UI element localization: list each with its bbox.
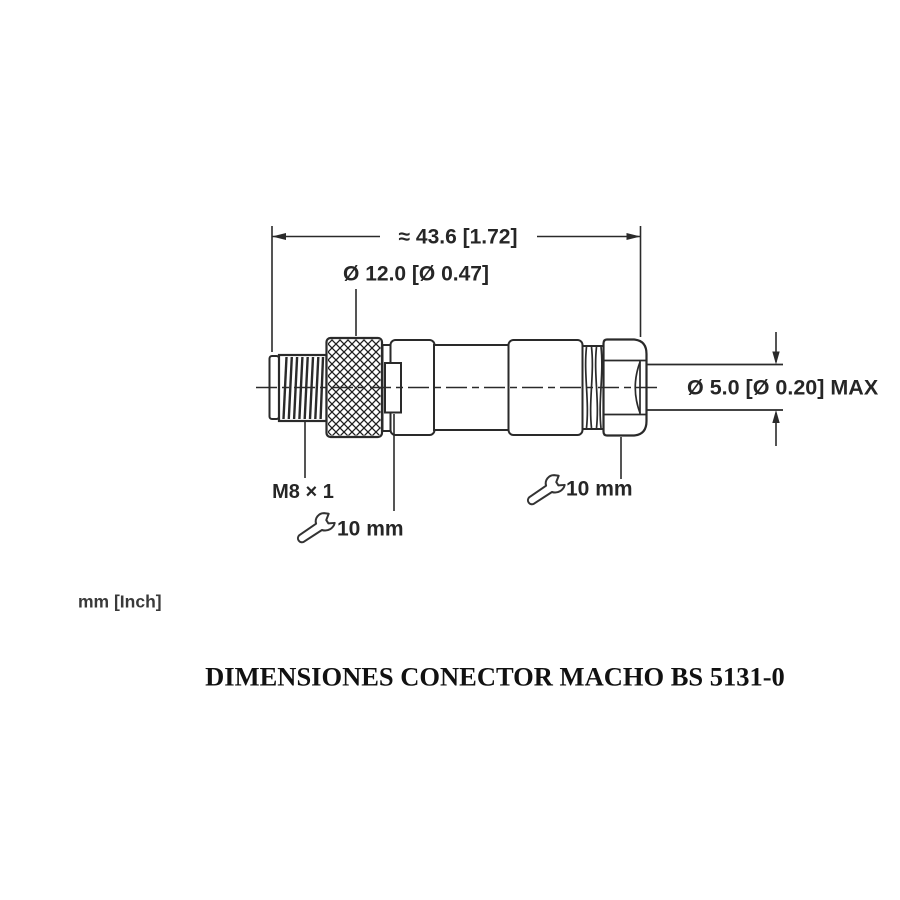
- wrench-icon: [526, 474, 566, 506]
- dimension-arrowheads: [272, 233, 780, 423]
- wrench-size-back-label: 10 mm: [566, 477, 633, 501]
- arrowhead-down: [772, 351, 780, 365]
- thread-size-label: M8 × 1: [272, 481, 334, 503]
- arrowhead-right: [626, 233, 641, 240]
- knurl-pattern: [328, 339, 381, 436]
- cable-diameter-label: Ø 5.0 [Ø 0.20] MAX: [687, 375, 879, 400]
- arrowhead-left: [272, 233, 286, 240]
- dimension-lines: [271, 226, 777, 511]
- hex-nut-facets: [603, 359, 647, 416]
- page-title: DIMENSIONES CONECTOR MACHO BS 5131-0: [205, 661, 785, 692]
- wrench-size-front-label: 10 mm: [337, 517, 404, 541]
- wrench-icon: [296, 512, 336, 544]
- units-note: mm [Inch]: [78, 591, 162, 612]
- overall-length-label: ≈ 43.6 [1.72]: [390, 226, 526, 248]
- arrowhead-up: [772, 410, 780, 423]
- cable: [646, 363, 783, 411]
- knurl-diameter-label: Ø 12.0 [Ø 0.47]: [343, 262, 489, 286]
